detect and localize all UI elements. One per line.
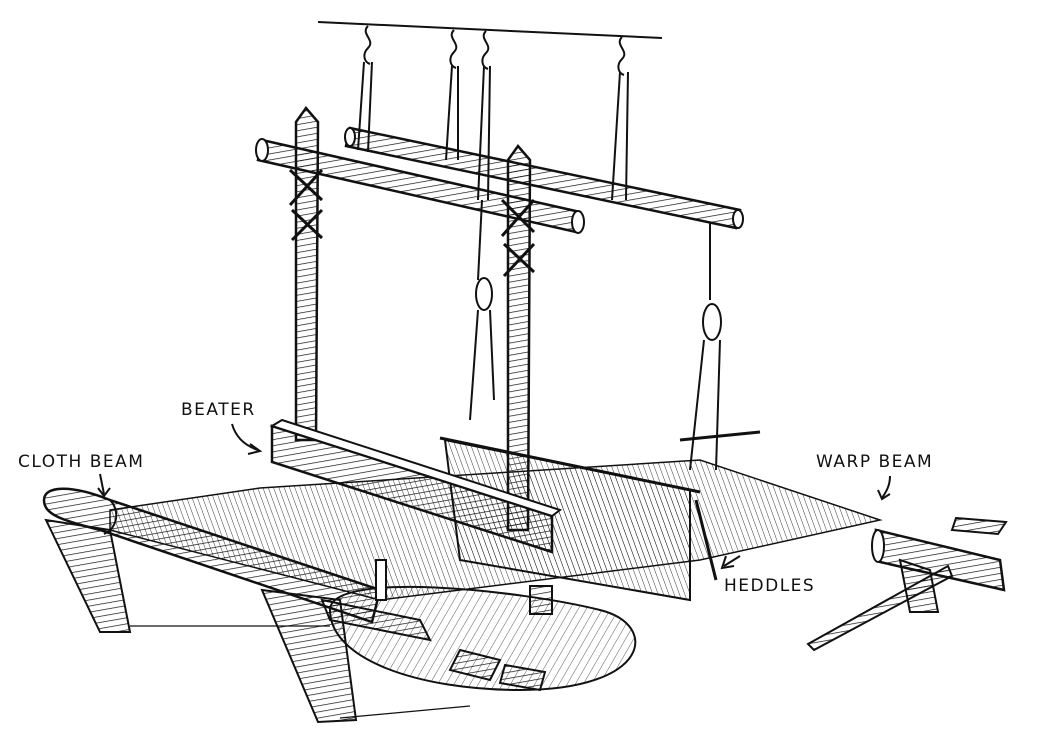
upper-crossbar (255, 126, 744, 234)
heddle-pulleys (469, 199, 722, 471)
cloth-beam (42, 487, 471, 724)
warp-beam (806, 516, 1008, 652)
beater (269, 418, 563, 615)
heddles-label: HEDDLES (724, 576, 816, 596)
shuttle-weight (320, 559, 547, 692)
beater-label: BEATER (181, 400, 256, 420)
ceiling-rope (317, 21, 663, 201)
cloth-beam-label: CLOTH BEAM (18, 452, 145, 472)
heddles (439, 430, 761, 602)
label-arrows (97, 423, 891, 570)
warp-beam-label: WARP BEAM (816, 452, 934, 472)
